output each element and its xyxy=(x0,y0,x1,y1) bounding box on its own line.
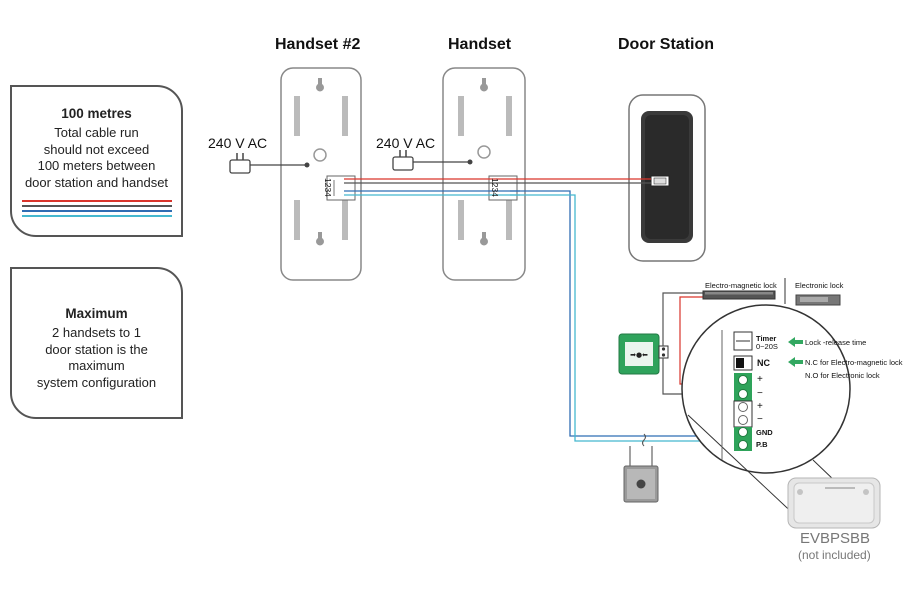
psu-magnifier xyxy=(681,304,851,521)
info-max-line: system configuration xyxy=(36,374,157,390)
terminal-nc: NC xyxy=(757,358,770,368)
terminal-numbers-handset-2: 1234 xyxy=(323,178,333,197)
terminal-timer-range: 0~20S xyxy=(756,342,778,351)
terminal-pb: P.B xyxy=(756,440,768,449)
info-cable-title: 100 metres xyxy=(61,106,132,121)
info-cable-line: door station and handset xyxy=(24,174,169,190)
handset-device xyxy=(442,67,526,281)
info-box-maximum: Maximum 2 handsets to 1 door station is … xyxy=(10,267,183,419)
psu-unit xyxy=(787,477,881,529)
info-max-title: Maximum xyxy=(65,306,128,321)
info-box-cable: 100 metres Total cable run should not ex… xyxy=(10,85,183,237)
svg-text:➡●⬅: ➡●⬅ xyxy=(630,351,648,359)
terminal-minus-2: − xyxy=(757,414,763,425)
cable-color-legend xyxy=(21,200,172,217)
terminal-minus-1: − xyxy=(757,388,763,399)
red-wire-swatch xyxy=(21,200,172,202)
info-max-line: 2 handsets to 1 xyxy=(52,325,141,340)
annotation-no-el: N.O for Electronic lock xyxy=(805,371,880,380)
info-max-line: door station is the xyxy=(45,341,148,357)
em-lock xyxy=(702,290,776,300)
break-glass-unit: ➡●⬅ xyxy=(618,333,669,375)
cyan-wire-swatch xyxy=(21,215,172,217)
heading-handset: Handset xyxy=(448,36,512,53)
terminal-timer: Timer xyxy=(756,334,777,343)
terminal-gnd: GND xyxy=(756,428,773,437)
em-lock-label: Electro-magnetic lock xyxy=(705,281,777,290)
info-cable-line: should not exceed xyxy=(43,141,150,157)
bus-wiring xyxy=(344,178,728,442)
annotation-nc-em: N.C for Electro-magnetic lock xyxy=(805,358,903,367)
terminal-plus-1: + xyxy=(757,374,763,385)
heading-door-station: Door Station xyxy=(618,36,714,53)
electronic-lock-label: Electronic lock xyxy=(795,281,844,290)
power-adaptor-1 xyxy=(229,153,310,174)
info-cable-line: 100 meters between xyxy=(37,158,156,173)
handset-2-device xyxy=(280,67,362,281)
psu-note: (not included) xyxy=(798,548,871,562)
info-max-line: maximum xyxy=(68,358,125,373)
power-adaptor-2 xyxy=(392,150,473,171)
arrow-lock-release-icon xyxy=(788,337,803,347)
annotation-arrows xyxy=(788,337,803,367)
arrow-nc-icon xyxy=(788,357,803,367)
door-station-device xyxy=(628,94,706,262)
power-label-2: 240 V AC xyxy=(376,135,436,151)
info-cable-line: Total cable run xyxy=(54,125,139,140)
psu-model: EVBPSBB xyxy=(800,530,871,547)
terminal-plus-2: + xyxy=(757,401,763,412)
grey-wire-swatch xyxy=(21,205,172,207)
blue-wire-swatch xyxy=(21,210,172,212)
power-label-1: 240 V AC xyxy=(208,135,268,151)
annotation-lock-release: Lock -release time xyxy=(805,338,867,347)
electronic-lock xyxy=(795,294,841,306)
heading-handset-2: Handset #2 xyxy=(275,36,361,53)
terminal-numbers-handset: 1234 xyxy=(490,178,500,197)
exit-button xyxy=(623,465,659,503)
